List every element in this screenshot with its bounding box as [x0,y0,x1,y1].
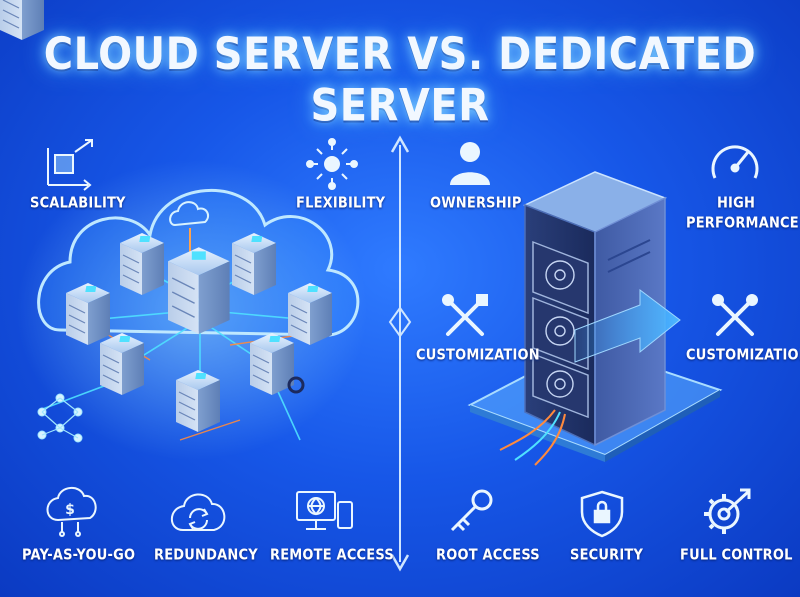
customization-right-label: CUSTOMIZATION [686,346,800,365]
remote-access-icon [296,491,353,530]
customization-left-label: CUSTOMIZATION [416,346,540,365]
cloud-network-illustration [0,0,367,460]
ownership-label: OWNERSHIP [430,194,522,213]
customization-left-icon [442,294,488,336]
pay-as-you-go-label: PAY-AS-YOU-GO [22,546,136,565]
full-control-label: FULL CONTROL [680,546,793,565]
flexibility-label: FLEXIBILITY [296,194,386,213]
security-icon [580,490,624,538]
svg-text:$: $ [65,502,75,518]
scalability-label: SCALABILITY [30,194,126,213]
customization-right-icon [712,294,758,336]
flexibility-icon [306,138,358,190]
scalability-icon [47,139,93,191]
ownership-icon [450,142,490,185]
dedicated-server-illustration [467,171,723,466]
cloud-server-node [0,0,44,40]
security-label: SECURITY [570,546,644,565]
pay-as-you-go-icon: $ [46,487,97,537]
redundancy-label: REDUNDANCY [154,546,258,565]
high-performance-label-line1: HIGH [716,194,756,213]
page-title: CLOUD SERVER VS. DEDICATED SERVER [43,28,757,132]
high-performance-label-line2: PERFORMANCE [686,214,799,233]
redundancy-icon [170,493,226,531]
high-performance-icon [711,145,759,179]
full-control-icon [704,488,751,534]
root-access-icon [450,489,493,532]
center-divider [388,135,412,572]
remote-access-label: REMOTE ACCESS [270,546,394,565]
cloud-central-server [168,247,230,334]
root-access-label: ROOT ACCESS [436,546,540,565]
